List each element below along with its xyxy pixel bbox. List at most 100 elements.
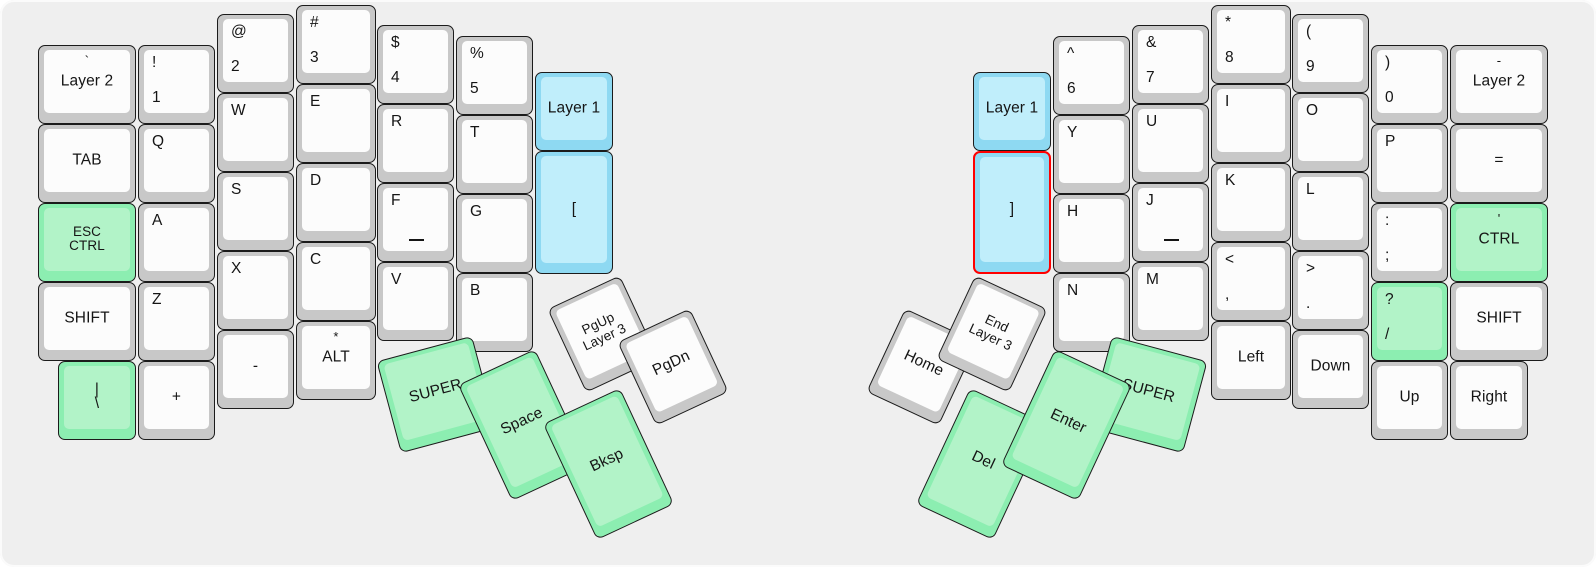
key-r-minus-layer2[interactable]: -Layer 2 xyxy=(1450,45,1548,124)
key-r-rbracket[interactable]: ] xyxy=(973,151,1051,274)
key-label-l-1-top: ! xyxy=(152,54,157,71)
key-l-grave-layer2[interactable]: `Layer 2 xyxy=(38,45,136,124)
keycap-surface: Right xyxy=(1456,366,1522,429)
key-label-l-d-top: D xyxy=(310,172,322,189)
key-l-f[interactable]: F xyxy=(377,183,454,262)
key-r-period[interactable]: >. xyxy=(1292,251,1369,330)
keycap-surface: Up xyxy=(1377,366,1442,429)
key-l-2[interactable]: @2 xyxy=(217,14,294,93)
key-label-r-up-main: Up xyxy=(1399,387,1420,405)
key-r-l[interactable]: L xyxy=(1292,172,1369,251)
key-label-l-plus-main: + xyxy=(171,387,182,405)
key-label-r-quote-ctrl-main: CTRL xyxy=(1478,229,1520,247)
key-l-a[interactable]: A xyxy=(138,203,215,282)
key-label-l-grave-layer2-top: ` xyxy=(84,53,90,68)
keycap-surface: ESC CTRL xyxy=(44,208,130,271)
key-label-l-4-bottom: 4 xyxy=(391,69,400,87)
key-l-q[interactable]: Q xyxy=(138,124,215,203)
key-l-b[interactable]: B xyxy=(456,273,533,352)
key-label-l-c-top: C xyxy=(310,251,322,268)
key-l-d[interactable]: D xyxy=(296,163,376,242)
keycap-surface: [ xyxy=(541,156,607,263)
key-r-equal[interactable]: = xyxy=(1450,124,1548,203)
key-l-x[interactable]: X xyxy=(217,251,294,330)
key-l-1[interactable]: !1 xyxy=(138,45,215,124)
keycap-surface: @2 xyxy=(223,19,288,82)
key-l-lbracket[interactable]: [ xyxy=(535,151,613,274)
keycap-surface: + xyxy=(144,366,209,429)
key-label-l-g-top: G xyxy=(470,203,483,220)
key-r-u[interactable]: U xyxy=(1132,104,1209,183)
key-l-e[interactable]: E xyxy=(296,84,376,163)
keycap-surface: P xyxy=(1377,129,1442,192)
key-label-r-7-top: & xyxy=(1146,34,1157,51)
key-r-slash[interactable]: ?/ xyxy=(1371,282,1448,361)
key-l-g[interactable]: G xyxy=(456,194,533,273)
key-r-6[interactable]: ^6 xyxy=(1053,36,1130,115)
key-r-down[interactable]: Down xyxy=(1292,330,1369,409)
key-label-l-q-top: Q xyxy=(152,133,165,150)
key-label-r-minus-layer2-main: Layer 2 xyxy=(1472,71,1526,89)
key-label-r-slash-top: ? xyxy=(1385,291,1394,308)
key-r-8[interactable]: *8 xyxy=(1211,5,1291,84)
keycap-surface: &7 xyxy=(1138,30,1203,93)
key-l-minus[interactable]: - xyxy=(217,330,294,409)
key-l-esc-ctrl[interactable]: ESC CTRL xyxy=(38,203,136,282)
key-l-t[interactable]: T xyxy=(456,115,533,194)
key-label-r-6-bottom: 6 xyxy=(1067,80,1076,98)
key-r-left[interactable]: Left xyxy=(1211,321,1291,400)
key-r-quote-ctrl[interactable]: 'CTRL xyxy=(1450,203,1548,282)
key-l-v[interactable]: V xyxy=(377,262,454,341)
key-r-h[interactable]: H xyxy=(1053,194,1130,273)
key-label-l-2-bottom: 2 xyxy=(231,58,240,76)
key-r-k[interactable]: K xyxy=(1211,163,1291,242)
keycap-surface: |\ xyxy=(64,366,130,429)
key-r-p[interactable]: P xyxy=(1371,124,1448,203)
key-r-j[interactable]: J xyxy=(1132,183,1209,262)
key-label-l-tab-main: TAB xyxy=(72,150,102,168)
keycap-surface: L xyxy=(1298,177,1363,240)
key-r-right[interactable]: Right xyxy=(1450,361,1528,440)
homing-bar-indicator xyxy=(408,238,424,241)
key-label-r-left-main: Left xyxy=(1237,347,1265,365)
keycap-surface: E xyxy=(302,89,370,152)
key-l-pipe-bslash[interactable]: |\ xyxy=(58,361,136,440)
key-label-r-enter-main: Enter xyxy=(1047,405,1089,437)
key-r-o[interactable]: O xyxy=(1292,93,1369,172)
key-r-shift[interactable]: SHIFT xyxy=(1450,282,1548,361)
key-l-z[interactable]: Z xyxy=(138,282,215,361)
keycap-surface: SHIFT xyxy=(1456,287,1542,350)
key-l-shift[interactable]: SHIFT xyxy=(38,282,136,361)
key-l-s[interactable]: S xyxy=(217,172,294,251)
key-r-7[interactable]: &7 xyxy=(1132,25,1209,104)
keycap-surface: `Layer 2 xyxy=(44,50,130,113)
keycap-surface: Y xyxy=(1059,120,1124,183)
key-l-w[interactable]: W xyxy=(217,93,294,172)
key-r-n[interactable]: N xyxy=(1053,273,1130,352)
key-l-c[interactable]: C xyxy=(296,242,376,321)
key-l-5[interactable]: %5 xyxy=(456,36,533,115)
key-label-l-s-top: S xyxy=(231,181,242,198)
key-r-up[interactable]: Up xyxy=(1371,361,1448,440)
key-r-0[interactable]: )0 xyxy=(1371,45,1448,124)
key-r-9[interactable]: (9 xyxy=(1292,14,1369,93)
key-r-layer1[interactable]: Layer 1 xyxy=(973,72,1051,151)
key-r-y[interactable]: Y xyxy=(1053,115,1130,194)
key-label-r-9-bottom: 9 xyxy=(1306,58,1315,76)
key-l-layer1[interactable]: Layer 1 xyxy=(535,72,613,151)
keycap-surface: ] xyxy=(980,157,1044,262)
key-r-m[interactable]: M xyxy=(1132,262,1209,341)
keycap-surface: U xyxy=(1138,109,1203,172)
key-r-i[interactable]: I xyxy=(1211,84,1291,163)
key-l-tab[interactable]: TAB xyxy=(38,124,136,203)
key-l-r[interactable]: R xyxy=(377,104,454,183)
key-r-semicolon[interactable]: :; xyxy=(1371,203,1448,282)
key-l-plus[interactable]: + xyxy=(138,361,215,440)
key-label-l-t-top: T xyxy=(470,124,480,141)
key-label-r-period-top: > xyxy=(1306,260,1316,277)
key-l-4[interactable]: $4 xyxy=(377,25,454,104)
key-r-comma[interactable]: <, xyxy=(1211,242,1291,321)
key-l-star-alt[interactable]: *ALT xyxy=(296,321,376,400)
key-l-3[interactable]: #3 xyxy=(296,5,376,84)
